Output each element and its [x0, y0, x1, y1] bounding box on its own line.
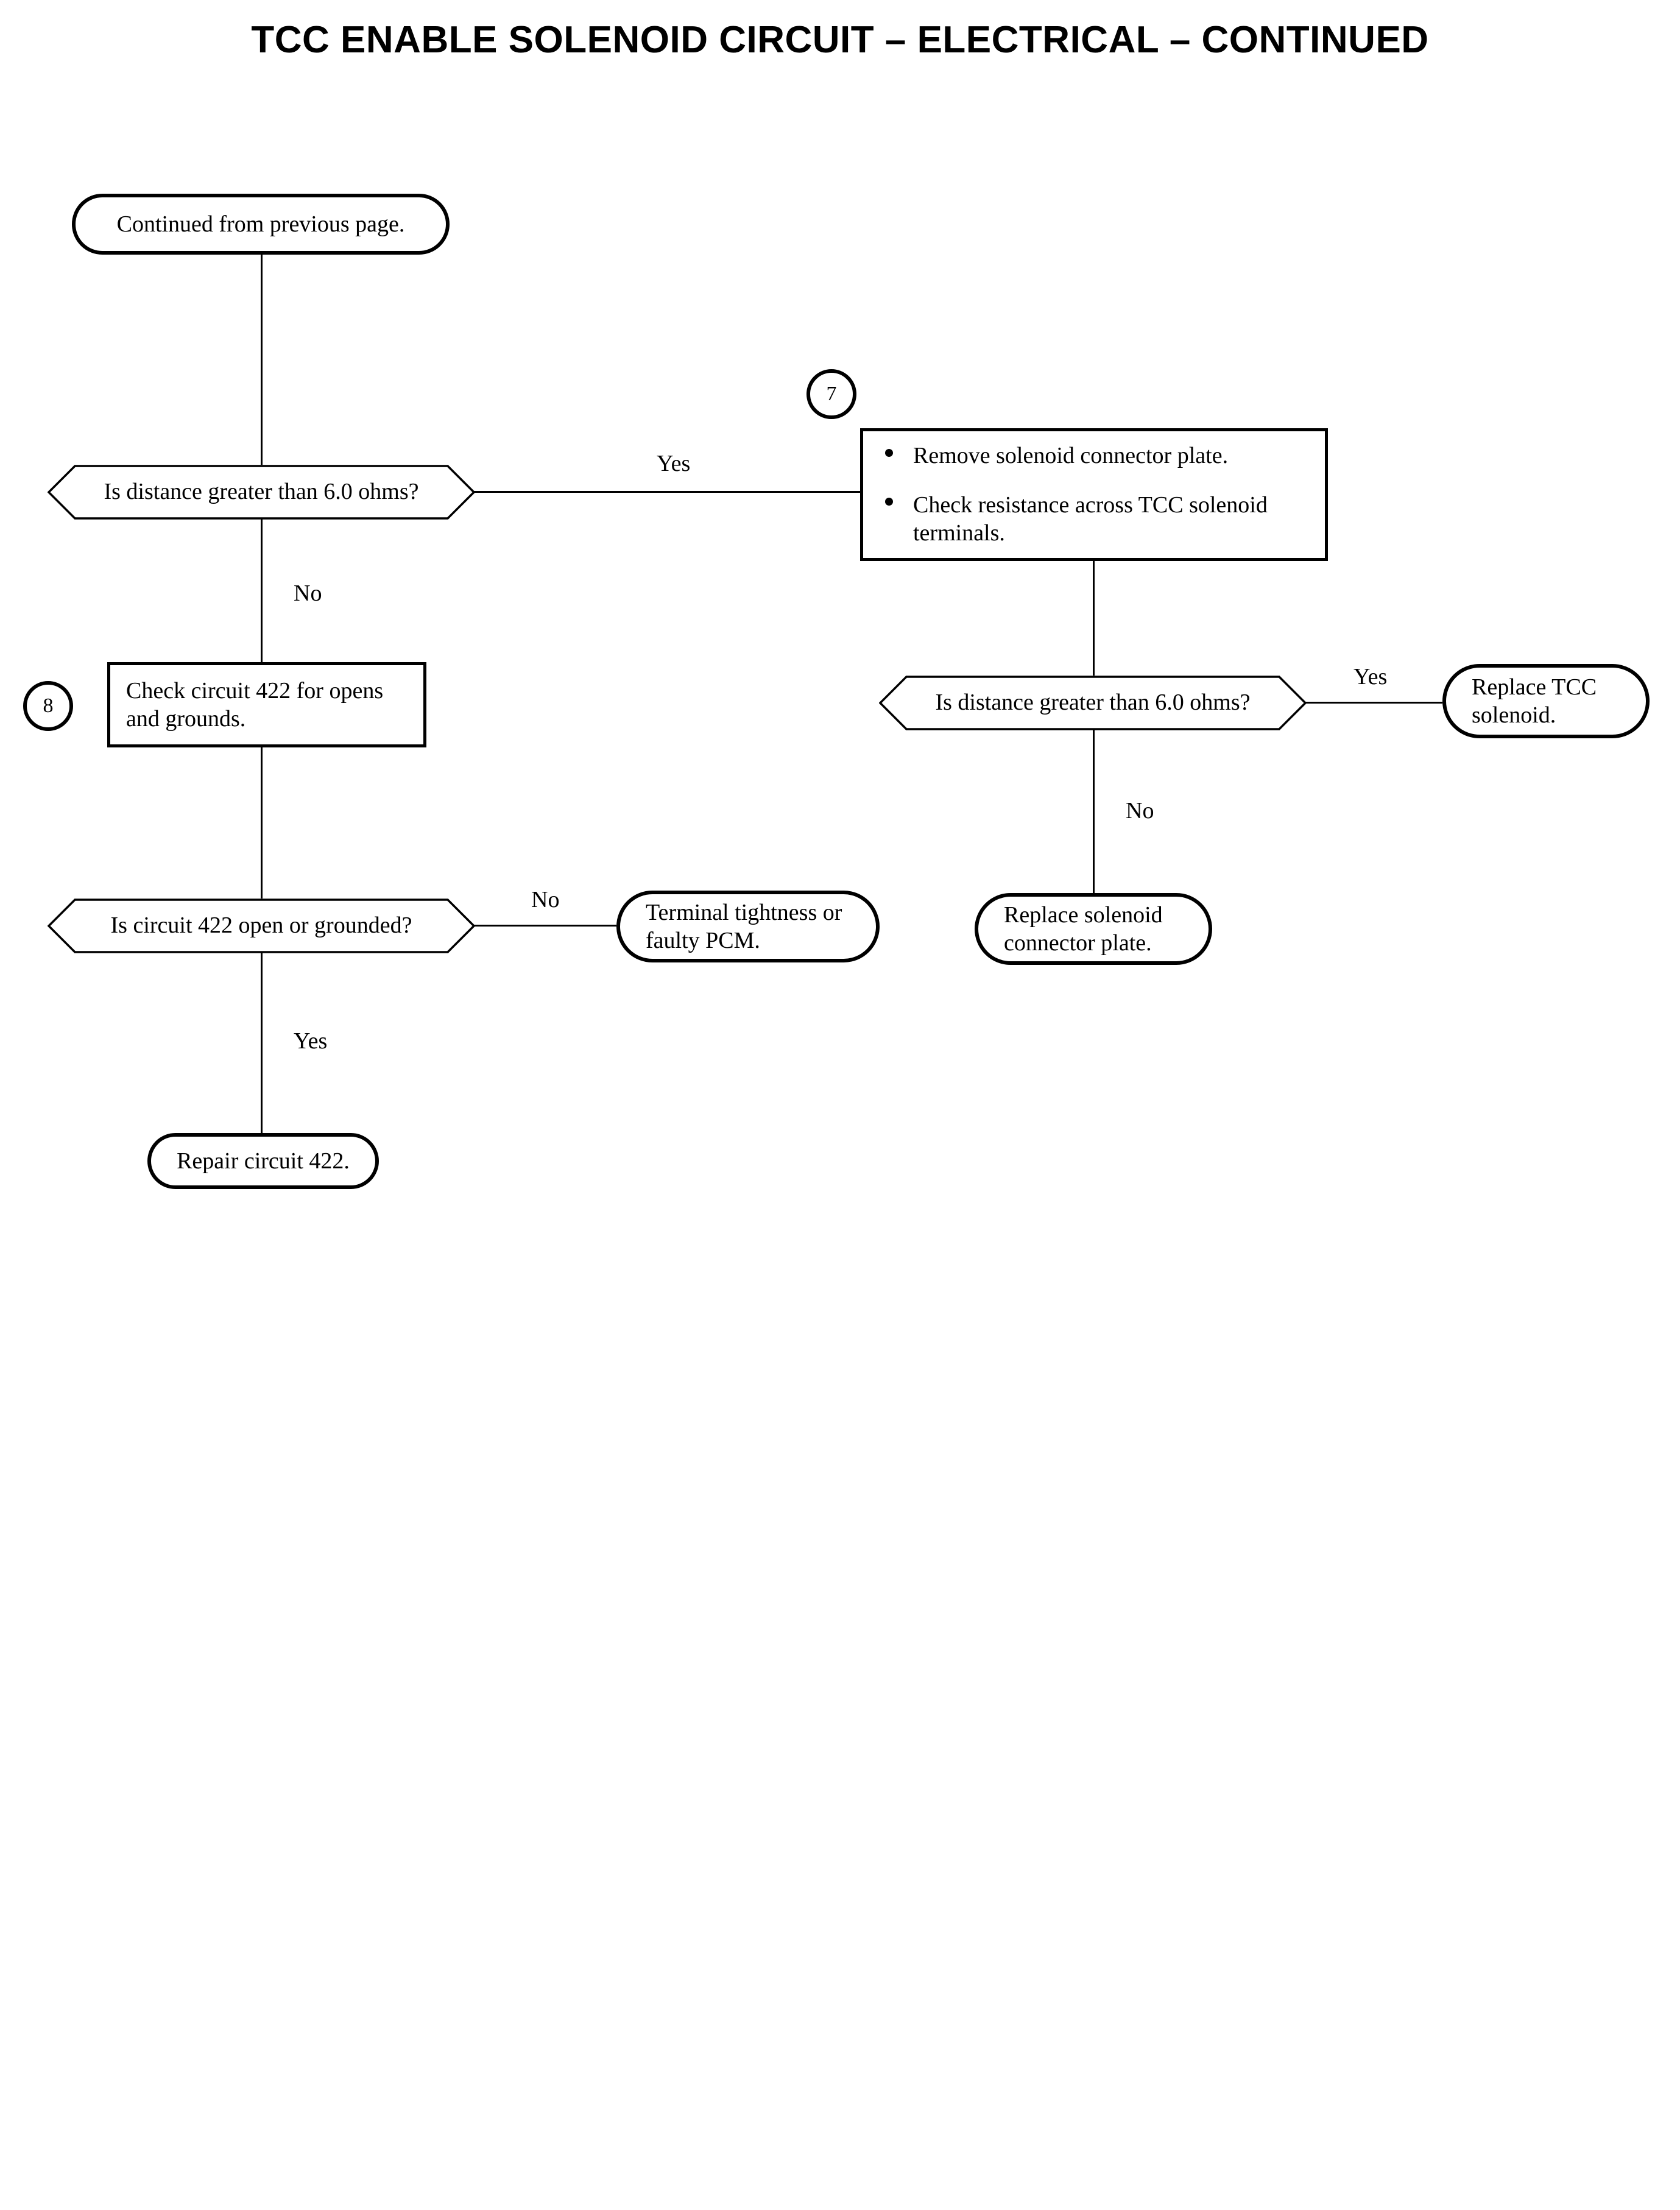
list-item-label: Check resistance across TCC solenoid ter…: [913, 492, 1268, 546]
edge-label-decision-3-yes: Yes: [294, 1028, 328, 1054]
node-label: Continued from previous page.: [116, 211, 405, 237]
connector-label: 8: [43, 694, 54, 717]
edge-check-circuit-to-decision-3: [261, 747, 263, 898]
node-decision-distance-greater-6-ohms-2: Is distance greater than 6.0 ohms?: [879, 676, 1307, 730]
edge-decision-2-no: [1093, 729, 1095, 895]
node-label: Check circuit 422 for opens and grounds.: [126, 677, 384, 732]
list-item-label: Remove solenoid connector plate.: [913, 443, 1229, 469]
node-replace-tcc-solenoid: Replace TCC solenoid.: [1442, 664, 1650, 738]
node-repair-circuit-422: Repair circuit 422.: [147, 1133, 379, 1189]
decision-hexagon-shape: [48, 465, 475, 520]
edge-decision-3-no: [474, 925, 616, 927]
node-decision-circuit-422-open-or-grounded: Is circuit 422 open or grounded?: [48, 898, 475, 953]
node-label: Replace TCC solenoid.: [1472, 674, 1597, 728]
bullet-dot-icon: [885, 448, 893, 457]
node-replace-solenoid-connector-plate: Replace solenoid connector plate.: [975, 893, 1212, 965]
edge-label-decision-3-no: No: [531, 887, 560, 913]
decision-hexagon-shape: [879, 676, 1307, 730]
edge-bulletbox-to-decision-2: [1093, 561, 1095, 676]
list-item: Remove solenoid connector plate.: [881, 442, 1310, 470]
edge-label-decision-1-yes: Yes: [657, 451, 691, 476]
node-decision-distance-greater-6-ohms-1: Is distance greater than 6.0 ohms?: [48, 465, 475, 520]
node-label: Terminal tightness or faulty PCM.: [646, 899, 842, 953]
off-page-connector-7: 7: [806, 369, 856, 419]
node-check-circuit-422: Check circuit 422 for opens and grounds.: [107, 662, 426, 747]
edge-decision-1-no: [261, 518, 263, 662]
node-terminal-tightness-or-faulty-pcm: Terminal tightness or faulty PCM.: [616, 891, 880, 962]
edge-decision-3-yes: [261, 952, 263, 1133]
connector-label: 7: [826, 383, 837, 405]
edge-label-decision-2-no: No: [1126, 798, 1154, 824]
bullet-list: Remove solenoid connector plate. Check r…: [881, 442, 1310, 547]
node-label: Replace solenoid connector plate.: [1004, 902, 1163, 956]
edge-decision-1-yes: [474, 491, 861, 493]
edge-decision-2-yes: [1305, 702, 1442, 704]
edge-label-decision-2-yes: Yes: [1354, 664, 1388, 690]
bullet-dot-icon: [885, 498, 893, 506]
off-page-connector-8: 8: [23, 681, 73, 731]
list-item: Check resistance across TCC solenoid ter…: [881, 491, 1310, 548]
node-label: Repair circuit 422.: [177, 1148, 350, 1174]
node-remove-plate-check-resistance: Remove solenoid connector plate. Check r…: [860, 428, 1328, 561]
node-continued-from-previous-page: Continued from previous page.: [72, 194, 450, 255]
edge-start-to-decision-1: [261, 255, 263, 465]
edge-label-decision-1-no: No: [294, 581, 322, 606]
decision-hexagon-shape: [48, 898, 475, 953]
page-title: TCC ENABLE SOLENOID CIRCUIT – ELECTRICAL…: [251, 19, 1429, 61]
